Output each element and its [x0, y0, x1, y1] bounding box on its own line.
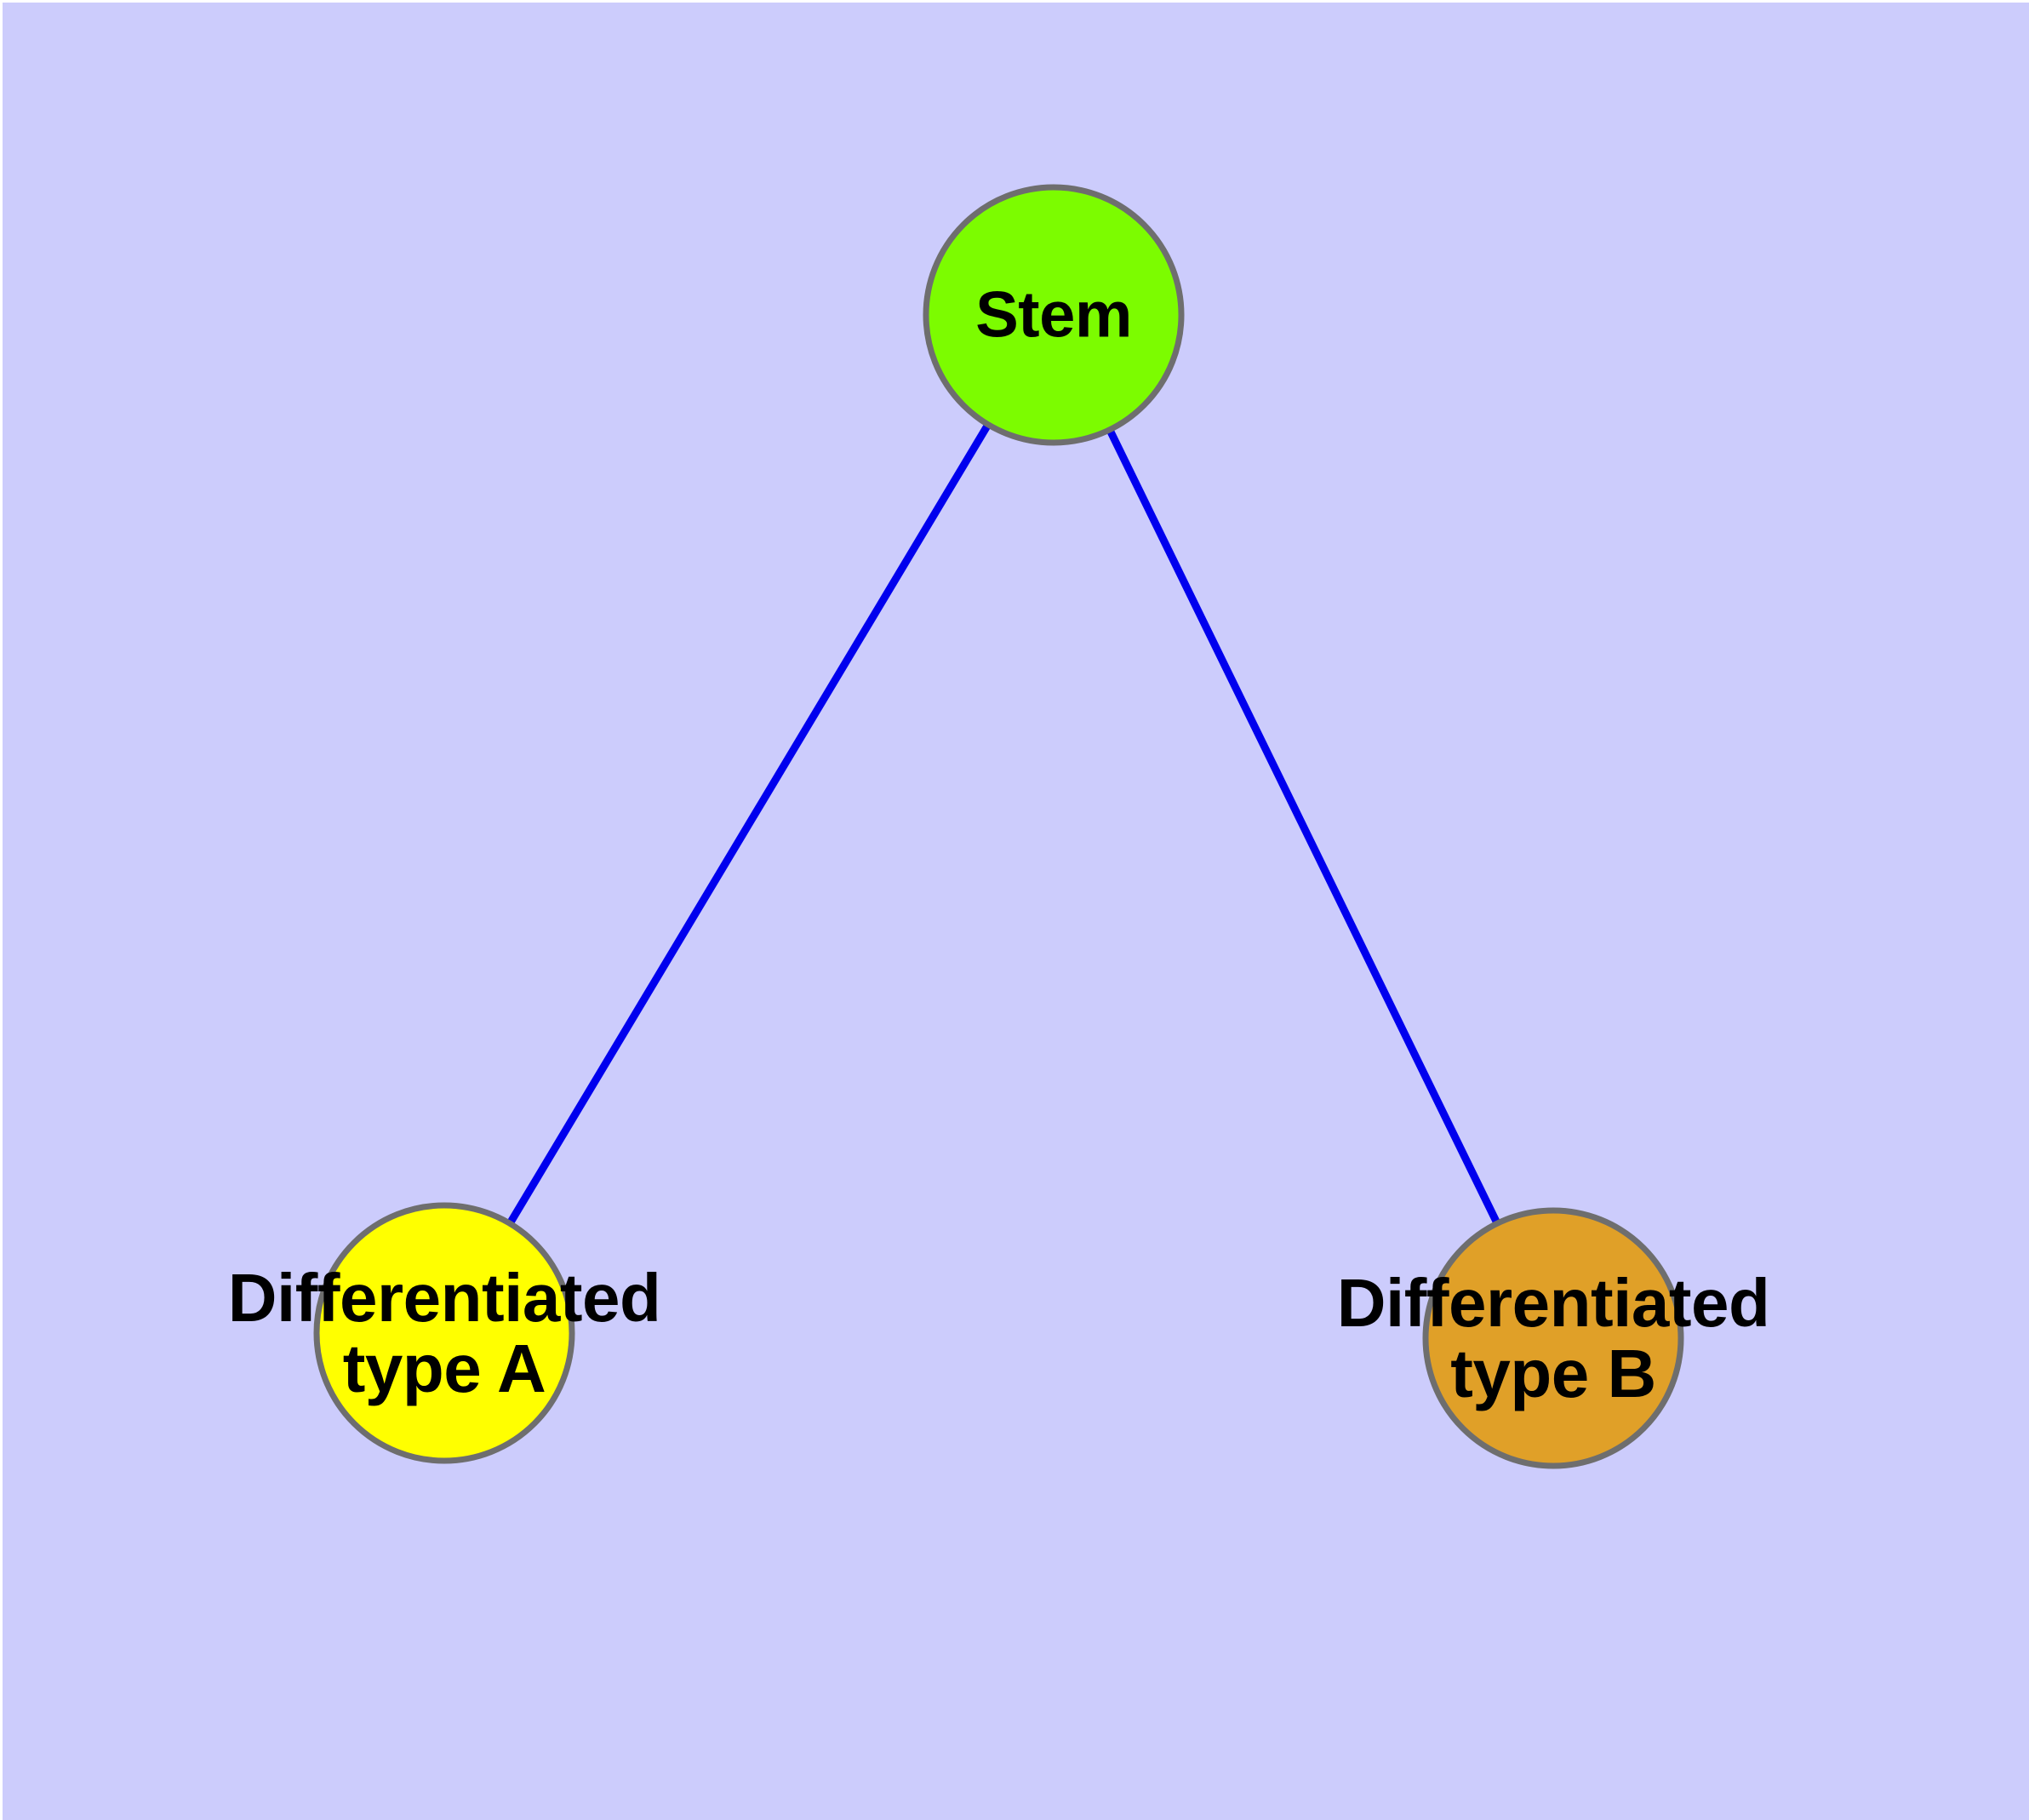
edge-layer: [441, 312, 1557, 1340]
edge-stem-to-differentiated-type-a[interactable]: [441, 312, 1057, 1336]
node-differentiated-type-a[interactable]: [313, 1202, 575, 1464]
edge-stem-to-differentiated-type-b[interactable]: [1049, 313, 1557, 1340]
node-layer: [313, 184, 1684, 1469]
node-differentiated-type-b[interactable]: [1422, 1207, 1684, 1469]
node-stem[interactable]: [923, 184, 1185, 446]
